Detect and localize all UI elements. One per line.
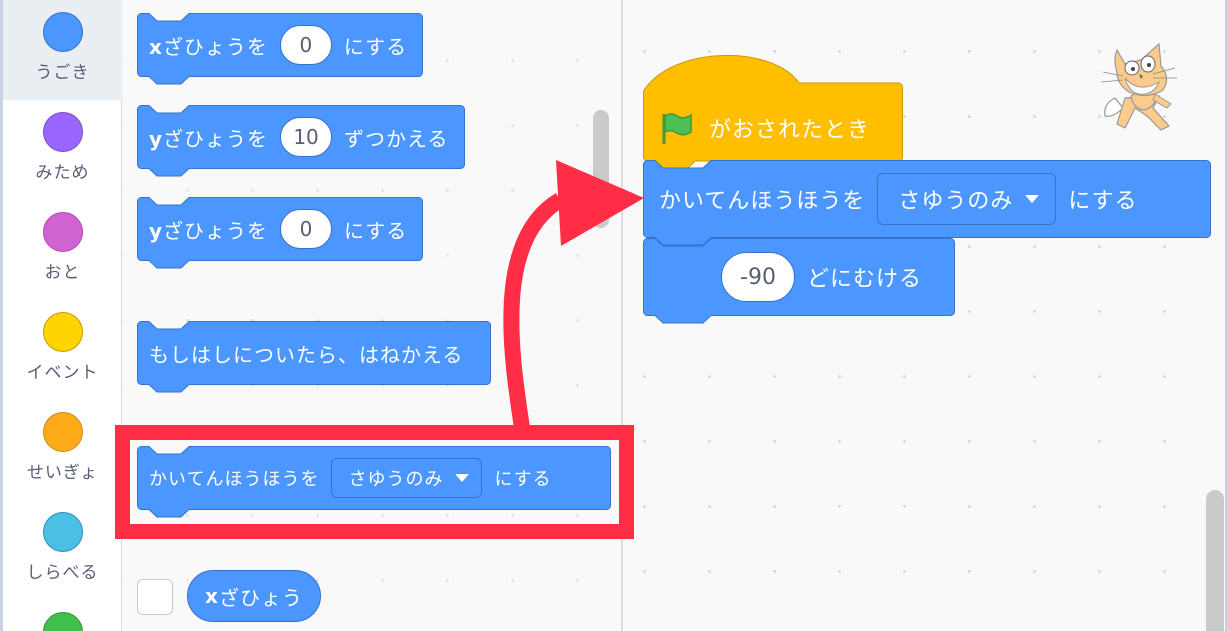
sensing-category-icon: [42, 512, 83, 552]
change-y-block[interactable]: yざひょうを 10 ずつかえる: [137, 105, 465, 177]
palette-scrollbar[interactable]: [593, 110, 609, 228]
block-label: yざひょうを: [149, 126, 269, 151]
reporter-prefix: x: [205, 584, 219, 608]
point-in-direction-block[interactable]: -90 どにむける: [643, 238, 955, 324]
category-label: せいぎょ: [26, 463, 99, 483]
category-label: しらべる: [26, 563, 99, 583]
set-rotation-style-block[interactable]: かいてんほうほうを さゆうのみ にする: [137, 446, 611, 518]
x-position-checkbox[interactable]: [137, 579, 173, 615]
block-label: かいてんほうほうを: [149, 469, 320, 490]
category-label: イベント: [26, 363, 99, 383]
dropdown-value: さゆうのみ: [898, 189, 1014, 214]
set-y-block[interactable]: yざひょうを 0 にする: [137, 197, 423, 269]
block-suffix: にする: [1068, 189, 1138, 214]
looks-category-icon: [42, 112, 83, 152]
scratch-cat-sprite-icon: [1100, 42, 1177, 131]
events-category-icon: [42, 312, 83, 352]
dropdown-value: さゆうのみ: [348, 469, 444, 490]
block-palette: [123, 0, 623, 631]
block-label: xざひょうを: [149, 34, 268, 59]
block-shape: [137, 321, 491, 393]
block-label: がおされたとき: [709, 118, 871, 143]
control-category-icon: [42, 412, 83, 452]
reporter-label: ざひょう: [218, 585, 303, 610]
category-control[interactable]: せいぎょ: [3, 400, 122, 500]
rotation-style-dropdown[interactable]: さゆうのみ: [331, 458, 483, 498]
workspace-set-rotation-style-block[interactable]: かいてんほうほうを さゆうのみ にする: [643, 160, 1211, 246]
set-x-block[interactable]: xざひょうを 0 にする: [137, 13, 423, 85]
rotation-style-dropdown[interactable]: さゆうのみ: [877, 173, 1057, 225]
category-operators[interactable]: [3, 600, 122, 631]
when-flag-clicked-block[interactable]: がおされたとき: [643, 54, 903, 170]
block-label: yざひょうを: [149, 218, 269, 243]
y-change-input[interactable]: 10: [280, 117, 333, 157]
category-looks[interactable]: みため: [3, 100, 122, 200]
bounce-on-edge-block[interactable]: もしはしについたら、はねかえる: [137, 321, 491, 393]
block-suffix: ずつかえる: [344, 126, 449, 151]
green-flag-icon: [662, 113, 692, 144]
category-sensing[interactable]: しらべる: [3, 500, 122, 600]
caret-down-icon: [455, 474, 470, 482]
block-suffix: にする: [494, 469, 552, 490]
operators-category-icon: [42, 612, 83, 631]
block-suffix: にする: [343, 34, 408, 59]
y-value-input[interactable]: 0: [280, 209, 333, 249]
block-shape: [137, 197, 423, 269]
block-label: かいてんほうほうを: [659, 189, 866, 214]
workspace-scrollbar[interactable]: [1206, 490, 1224, 631]
caret-down-icon: [1025, 195, 1040, 203]
direction-input[interactable]: -90: [721, 252, 795, 302]
category-menu: うごき みため おと イベント せいぎょ しらべる: [0, 0, 122, 631]
block-label: もしはしについたら、はねかえる: [149, 342, 464, 367]
category-motion[interactable]: うごき: [3, 0, 122, 100]
category-label: おと: [44, 263, 81, 283]
category-sound[interactable]: おと: [3, 200, 122, 300]
category-label: うごき: [35, 63, 90, 83]
block-suffix: どにむける: [807, 267, 923, 292]
sound-category-icon: [42, 212, 83, 252]
x-value-input[interactable]: 0: [279, 25, 332, 65]
motion-category-icon: [42, 12, 83, 52]
category-label: みため: [35, 163, 90, 183]
block-suffix: にする: [344, 218, 408, 243]
category-events[interactable]: イベント: [3, 300, 122, 400]
